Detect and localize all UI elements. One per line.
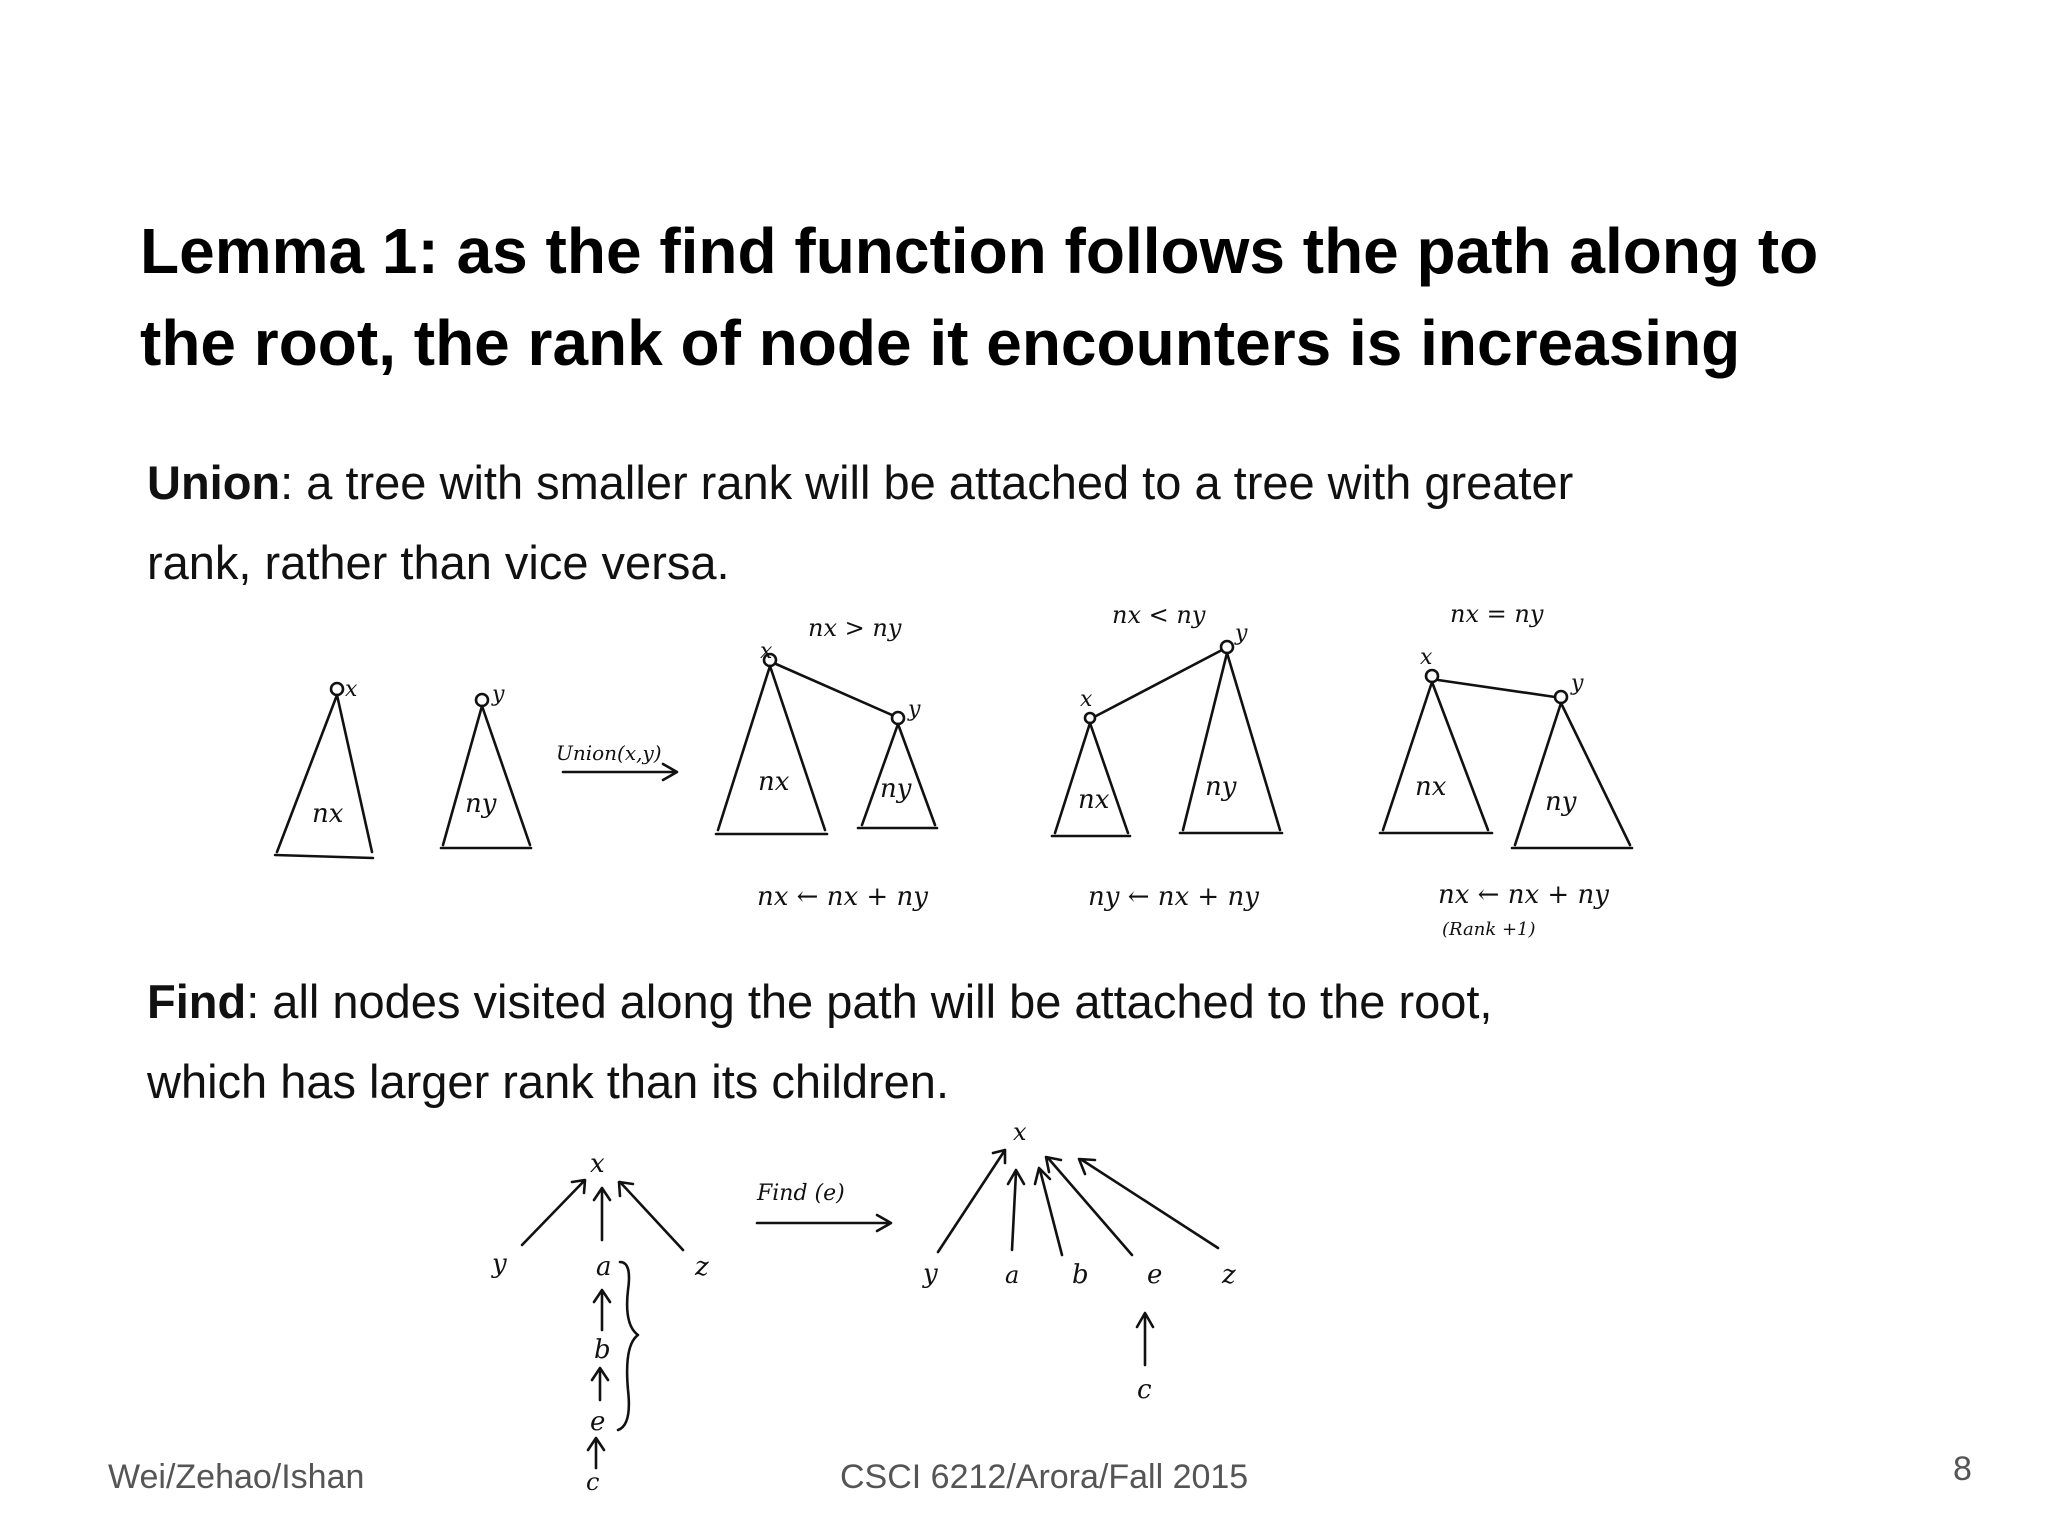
case-1-root-x: x [760,639,773,664]
find-diagram: x y a z b e c Find (e) x y a b e z c [0,1110,2048,1500]
case-2-condition: nx < ny [1112,601,1206,629]
find-after-tree: x y a b e z c [922,1118,1236,1405]
case-1-condition: nx > ny [808,614,902,642]
footer-authors: Wei/Zehao/Ishan [108,1458,364,1497]
case-2-node-x: x [1080,687,1093,712]
case-3-node-y: y [1570,671,1584,696]
tree-x-separate: x nx [275,677,373,858]
case-1-node-y: y [907,697,921,722]
find-before-tree: x y a z b e c [491,1149,709,1496]
union-case-2: nx < ny x y nx ny ny ← nx + ny [1052,601,1282,912]
footer-course: CSCI 6212/Arora/Fall 2015 [840,1458,1248,1497]
case-3-rank-note: (Rank +1) [1442,919,1536,940]
find-text-line-2: which has larger rank than its children. [147,1055,949,1108]
find-arrow: Find (e) [756,1181,891,1231]
slide-title: Lemma 1: as the find function follows th… [140,205,1970,389]
after-node-x: x [1013,1118,1027,1146]
case-3-update: nx ← nx + ny [1438,880,1609,910]
tree-x-size-label: nx [312,799,344,829]
case-1-update: nx ← nx + ny [757,882,928,912]
before-node-x: x [590,1149,605,1179]
case-2-root-y: y [1234,621,1248,646]
tree-y-size-label: ny [465,789,497,819]
case-2-size-y: ny [1205,772,1237,802]
after-node-y: y [922,1259,938,1289]
title-line-1: Lemma 1: as the find function follows th… [140,215,1818,287]
union-paragraph: Union: a tree with smaller rank will be … [147,443,1847,603]
union-diagram: x nx y ny Union(x,y) nx > ny x y nx ny n… [0,590,2048,950]
tree-y-root-label: y [491,682,505,707]
case-1-size-y: ny [880,774,912,804]
before-node-a: a [596,1252,612,1282]
union-text-line-2: rank, rather than vice versa. [147,536,730,589]
find-term: Find [147,975,246,1028]
case-3-size-x: nx [1415,772,1447,802]
after-node-c: c [1137,1375,1152,1405]
after-node-b: b [1072,1260,1089,1290]
case-2-size-x: nx [1078,785,1110,815]
case-1-size-x: nx [758,767,790,797]
before-node-z: z [694,1252,709,1282]
union-case-1: nx > ny x y nx ny nx ← nx + ny [716,614,937,912]
case-3-size-y: ny [1545,787,1577,817]
page-number: 8 [1953,1450,1972,1489]
title-line-2: the root, the rank of node it encounters… [140,307,1740,379]
after-node-e: e [1147,1260,1162,1290]
union-arrow: Union(x,y) [556,741,677,780]
after-node-z: z [1221,1260,1236,1290]
union-arrow-label: Union(x,y) [556,741,662,765]
find-text-line-1: : all nodes visited along the path will … [246,975,1492,1028]
after-node-a: a [1005,1261,1019,1289]
before-node-c: c [586,1468,599,1496]
union-case-3: nx = ny x y nx ny nx ← nx + ny (Rank +1) [1380,600,1632,940]
before-node-e: e [590,1407,605,1437]
case-3-condition: nx = ny [1450,600,1544,628]
before-node-y: y [491,1249,507,1279]
tree-y-separate: y ny [441,682,531,848]
find-paragraph: Find: all nodes visited along the path w… [147,962,1847,1122]
union-term: Union [147,456,280,509]
union-text-line-1: : a tree with smaller rank will be attac… [280,456,1573,509]
case-3-root-x: x [1420,645,1433,670]
before-node-b: b [594,1335,611,1365]
case-2-update: ny ← nx + ny [1088,882,1259,912]
find-arrow-label: Find (e) [756,1181,845,1206]
tree-x-root-label: x [345,677,358,702]
